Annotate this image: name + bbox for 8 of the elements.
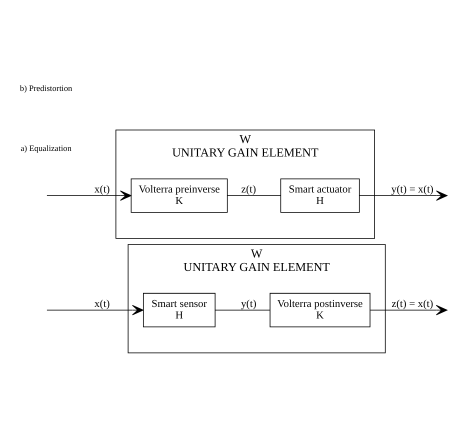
edge-label: x(t) bbox=[94, 184, 110, 196]
edge-label: y(t) bbox=[240, 298, 256, 310]
edge-label: z(t) bbox=[241, 184, 256, 196]
edge-label: y(t) = x(t) bbox=[391, 184, 434, 196]
label: b) Predistortion bbox=[20, 84, 72, 93]
edge-label: z(t) = x(t) bbox=[392, 298, 434, 310]
edge-label: x(t) bbox=[94, 298, 110, 310]
label: a) Equalization bbox=[20, 144, 72, 154]
